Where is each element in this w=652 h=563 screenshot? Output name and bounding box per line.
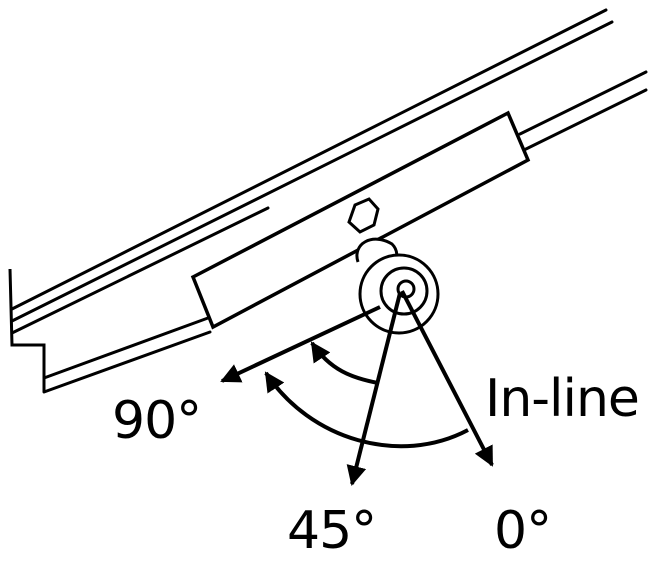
- arrow-45: [346, 292, 402, 486]
- hex-nut-icon: [347, 197, 380, 234]
- rail-end-bracket: [8, 268, 46, 392]
- upper-rail: [10, 8, 614, 335]
- label-in-line: In-line: [485, 369, 640, 429]
- lower-rail: [42, 70, 648, 394]
- label-45-degrees: 45°: [287, 501, 377, 561]
- arrow-0: [400, 290, 494, 467]
- outer-sweep-arc: [264, 371, 469, 449]
- label-90-degrees: 90°: [112, 391, 202, 451]
- label-0-degrees: 0°: [494, 501, 552, 561]
- arrow-90: [220, 305, 381, 383]
- inner-sweep-arc: [310, 341, 379, 385]
